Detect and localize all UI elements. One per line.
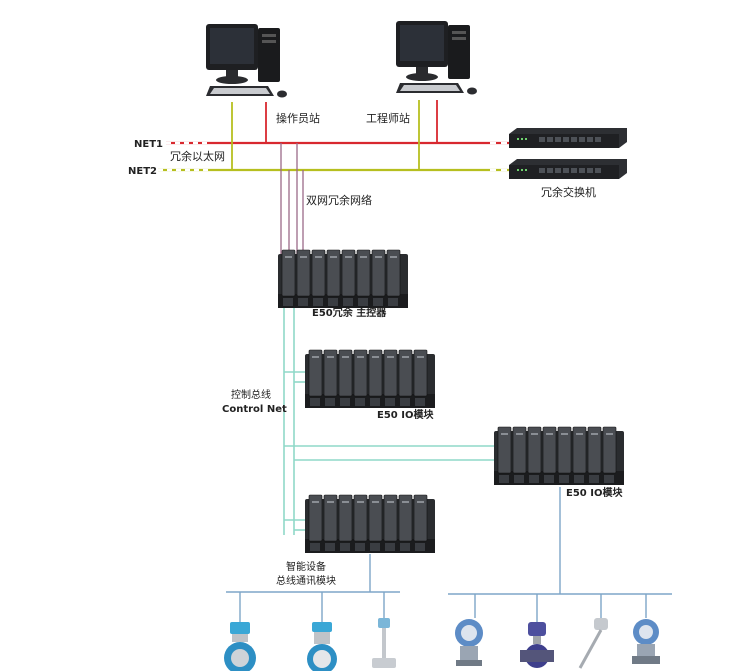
control-net-lines bbox=[283, 305, 496, 535]
operator-station-pc bbox=[206, 24, 287, 98]
differential-pressure-transmitter-icon bbox=[632, 619, 660, 664]
flowmeter-icon bbox=[307, 622, 337, 671]
control-bus-label-cn: 控制总线 bbox=[231, 388, 271, 401]
engineer-station-label: 工程师站 bbox=[366, 111, 410, 125]
io-module-rack-right bbox=[493, 426, 625, 486]
fieldbus-module-label-line1: 智能设备 bbox=[286, 560, 326, 573]
switch-label: 冗余交换机 bbox=[541, 185, 596, 199]
dual-network-label: 双网冗余网络 bbox=[306, 193, 372, 207]
io-module-right-label: E50 IO模块 bbox=[566, 486, 623, 499]
electromagnetic-flowmeter-icon bbox=[520, 622, 554, 668]
magnetic-flowmeter-icon bbox=[224, 622, 256, 671]
io-module-rack-left bbox=[304, 349, 436, 409]
main-controller-rack bbox=[277, 249, 409, 309]
fieldbus-comm-module-rack bbox=[304, 494, 436, 554]
dual-net-cables bbox=[280, 143, 304, 262]
io-module-left-label: E50 IO模块 bbox=[377, 408, 434, 421]
switch-net2 bbox=[509, 159, 627, 179]
pressure-transmitter-icon bbox=[455, 619, 483, 666]
engineer-station-pc bbox=[396, 21, 477, 95]
net1-label: NET1 bbox=[134, 139, 163, 150]
net2-label: NET2 bbox=[128, 166, 157, 177]
switch-net1 bbox=[509, 128, 627, 148]
main-controller-label: E50冗余 主控器 bbox=[312, 306, 387, 319]
fieldbus-module-label-line2: 总线通讯模块 bbox=[276, 574, 336, 587]
operator-station-label: 操作员站 bbox=[276, 111, 320, 125]
field-bus-lines bbox=[226, 487, 672, 622]
temperature-sensor-icon bbox=[578, 618, 608, 669]
redundant-ethernet-label: 冗余以太网 bbox=[170, 149, 225, 163]
control-bus-label-en: Control Net bbox=[222, 404, 287, 415]
vortex-flowmeter-icon bbox=[372, 618, 396, 668]
